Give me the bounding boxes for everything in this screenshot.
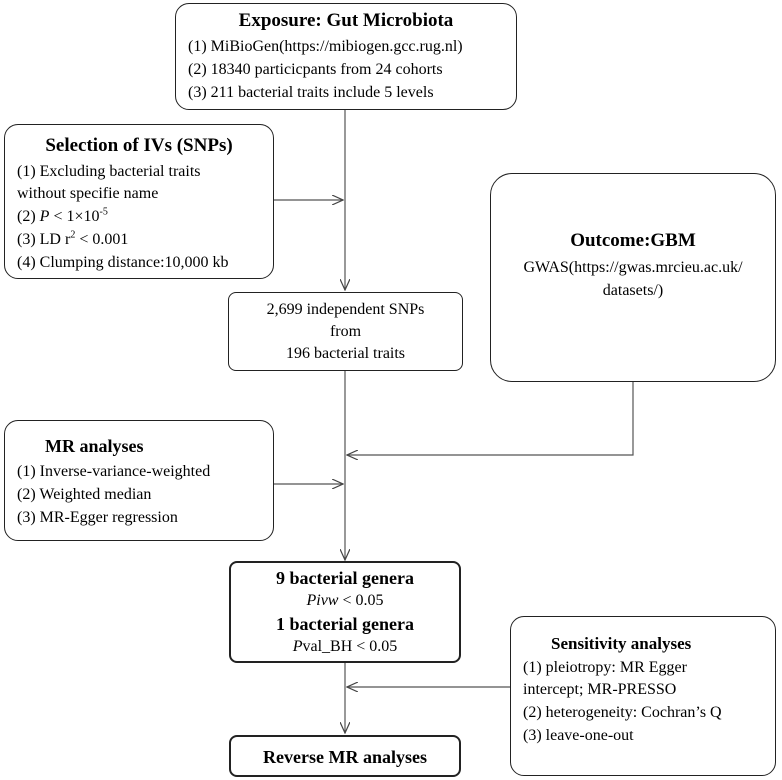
exposure-item-2: (2) 18340 particicpants from 24 cohorts: [188, 61, 443, 78]
mr-title: MR analyses: [45, 436, 144, 456]
snps-box: 2,699 independent SNPs from 196 bacteria…: [228, 292, 463, 371]
sensitivity-item-3: (3) leave-one-out: [523, 727, 634, 744]
sensitivity-box: Sensitivity analyses (1) pleiotropy: MR …: [510, 616, 776, 776]
outcome-line-2: datasets/): [602, 282, 664, 299]
genera-p-1: Pivw < 0.05: [306, 592, 384, 609]
exposure-title: Exposure: Gut Microbiota: [238, 10, 454, 31]
mr-analyses-box: MR analyses (1) Inverse-variance-weighte…: [4, 420, 274, 541]
selection-item-1b: without specifie name: [17, 185, 159, 202]
exposure-item-3: (3) 211 bacterial traits include 5 level…: [188, 84, 434, 101]
mr-item-1: (1) Inverse-variance-weighted: [17, 463, 211, 480]
outcome-box: Outcome:GBM GWAS(https://gwas.mrcieu.ac.…: [490, 173, 776, 382]
arrow-outcome-to-main: [347, 382, 634, 455]
selection-item-2: (2) P < 1×10-5: [17, 206, 108, 225]
snps-line-2: from: [329, 323, 362, 340]
exposure-box: Exposure: Gut Microbiota (1) MiBioGen(ht…: [175, 3, 517, 110]
outcome-line-1: GWAS(https://gwas.mrcieu.ac.uk/: [523, 259, 743, 276]
genera-box: 9 bacterial genera Pivw < 0.05 1 bacteri…: [229, 561, 461, 663]
genera-title-2: 1 bacterial genera: [276, 614, 414, 634]
selection-item-3: (3) LD r2 < 0.001: [17, 229, 129, 248]
sensitivity-title: Sensitivity analyses: [551, 634, 692, 653]
genera-p-2: Pval_BH < 0.05: [292, 638, 398, 655]
snps-line-1: 2,699 independent SNPs: [266, 301, 425, 318]
selection-title: Selection of IVs (SNPs): [45, 135, 233, 156]
mr-item-3: (3) MR-Egger regression: [17, 509, 178, 526]
exposure-item-1: (1) MiBioGen(https://mibiogen.gcc.rug.nl…: [188, 38, 463, 55]
selection-box: Selection of IVs (SNPs) (1) Excluding ba…: [4, 124, 274, 279]
selection-item-4: (4) Clumping distance:10,000 kb: [17, 254, 229, 271]
mr-item-2: (2) Weighted median: [17, 486, 152, 503]
genera-title-1: 9 bacterial genera: [276, 568, 414, 588]
selection-item-1a: (1) Excluding bacterial traits: [17, 163, 201, 180]
reverse-mr-box: Reverse MR analyses: [229, 735, 461, 777]
sensitivity-item-2: (2) heterogeneity: Cochran’s Q: [523, 704, 722, 721]
sensitivity-item-1b: intercept; MR-PRESSO: [523, 681, 677, 698]
snps-line-3: 196 bacterial traits: [285, 345, 406, 362]
sensitivity-item-1: (1) pleiotropy: MR Egger: [523, 659, 687, 676]
reverse-title: Reverse MR analyses: [263, 747, 427, 767]
outcome-title: Outcome:GBM: [570, 230, 696, 251]
